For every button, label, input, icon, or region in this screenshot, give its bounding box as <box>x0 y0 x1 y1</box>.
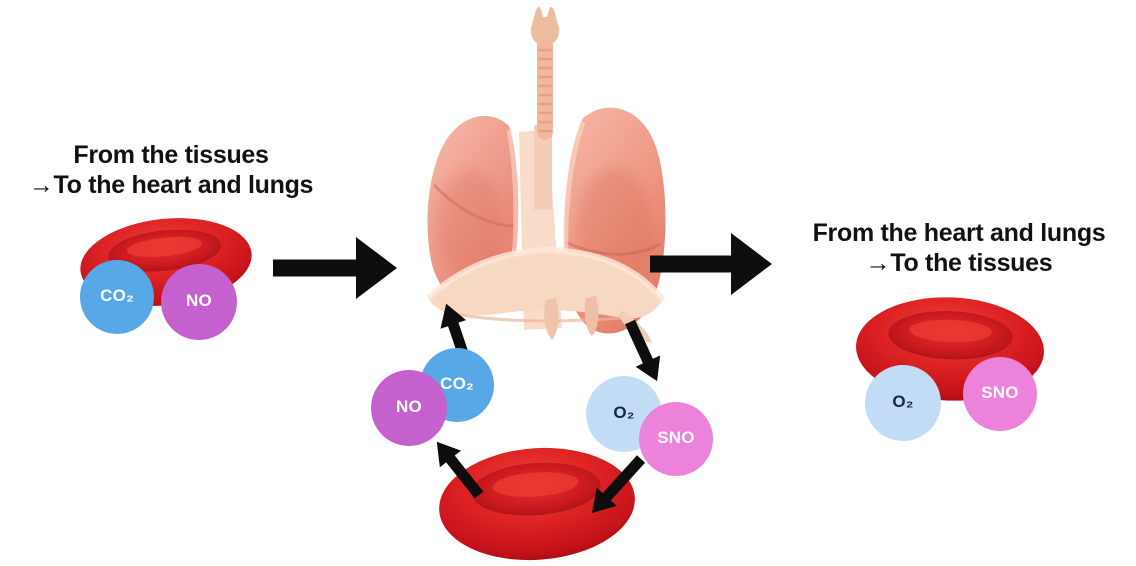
gas-label-co2-cycle: CO₂ <box>440 374 474 393</box>
gas-label-sno-cycle: SNO <box>657 428 695 447</box>
gas-circle-o2-right: O₂ <box>865 365 941 441</box>
caption-right: From the heart and lungs →To the tissues <box>786 218 1132 278</box>
caption-left-line2: →To the heart and lungs <box>28 171 314 199</box>
gas-circle-no-cycle: NO <box>371 370 447 446</box>
left-lung-texture <box>436 170 504 280</box>
caption-left-line1: From the tissues <box>73 141 269 169</box>
gas-label-co2-left: CO₂ <box>100 286 134 305</box>
left-lung-fissure <box>432 183 516 228</box>
arrow-tissues-to-lungs-icon <box>273 237 397 299</box>
right-lung-fissure <box>565 240 661 256</box>
gas-label-no-left: NO <box>186 291 212 310</box>
trachea-behind <box>534 125 552 210</box>
caption-right-line1: From the heart and lungs <box>812 219 1106 247</box>
gas-circle-co2-left: CO₂ <box>80 260 154 334</box>
gas-circle-no-left: NO <box>161 264 237 340</box>
gas-label-sno-right: SNO <box>981 383 1019 402</box>
diaphragm-icon <box>425 246 666 343</box>
gas-circle-sno-cycle: SNO <box>639 402 713 476</box>
gas-circle-sno-right: SNO <box>963 357 1037 431</box>
arrow-cell-releases-gases-icon <box>436 441 484 499</box>
lungs-icon <box>425 7 666 343</box>
gas-label-o2-right: O₂ <box>892 392 914 411</box>
larynx-icon <box>530 7 560 45</box>
arrow-lungs-to-tissues-icon <box>650 233 772 295</box>
gas-label-o2-cycle: O₂ <box>613 403 635 422</box>
caption-right-line2: →To the tissues <box>865 249 1053 277</box>
arrow-gases-into-cell-icon <box>591 455 646 514</box>
arrow-lungs-to-o2-sno-icon <box>624 319 661 382</box>
gas-label-no-cycle: NO <box>396 397 422 416</box>
caption-left: From the tissues →To the heart and lungs <box>6 140 336 200</box>
trachea-ridges <box>538 48 552 133</box>
trachea-icon <box>537 38 553 140</box>
